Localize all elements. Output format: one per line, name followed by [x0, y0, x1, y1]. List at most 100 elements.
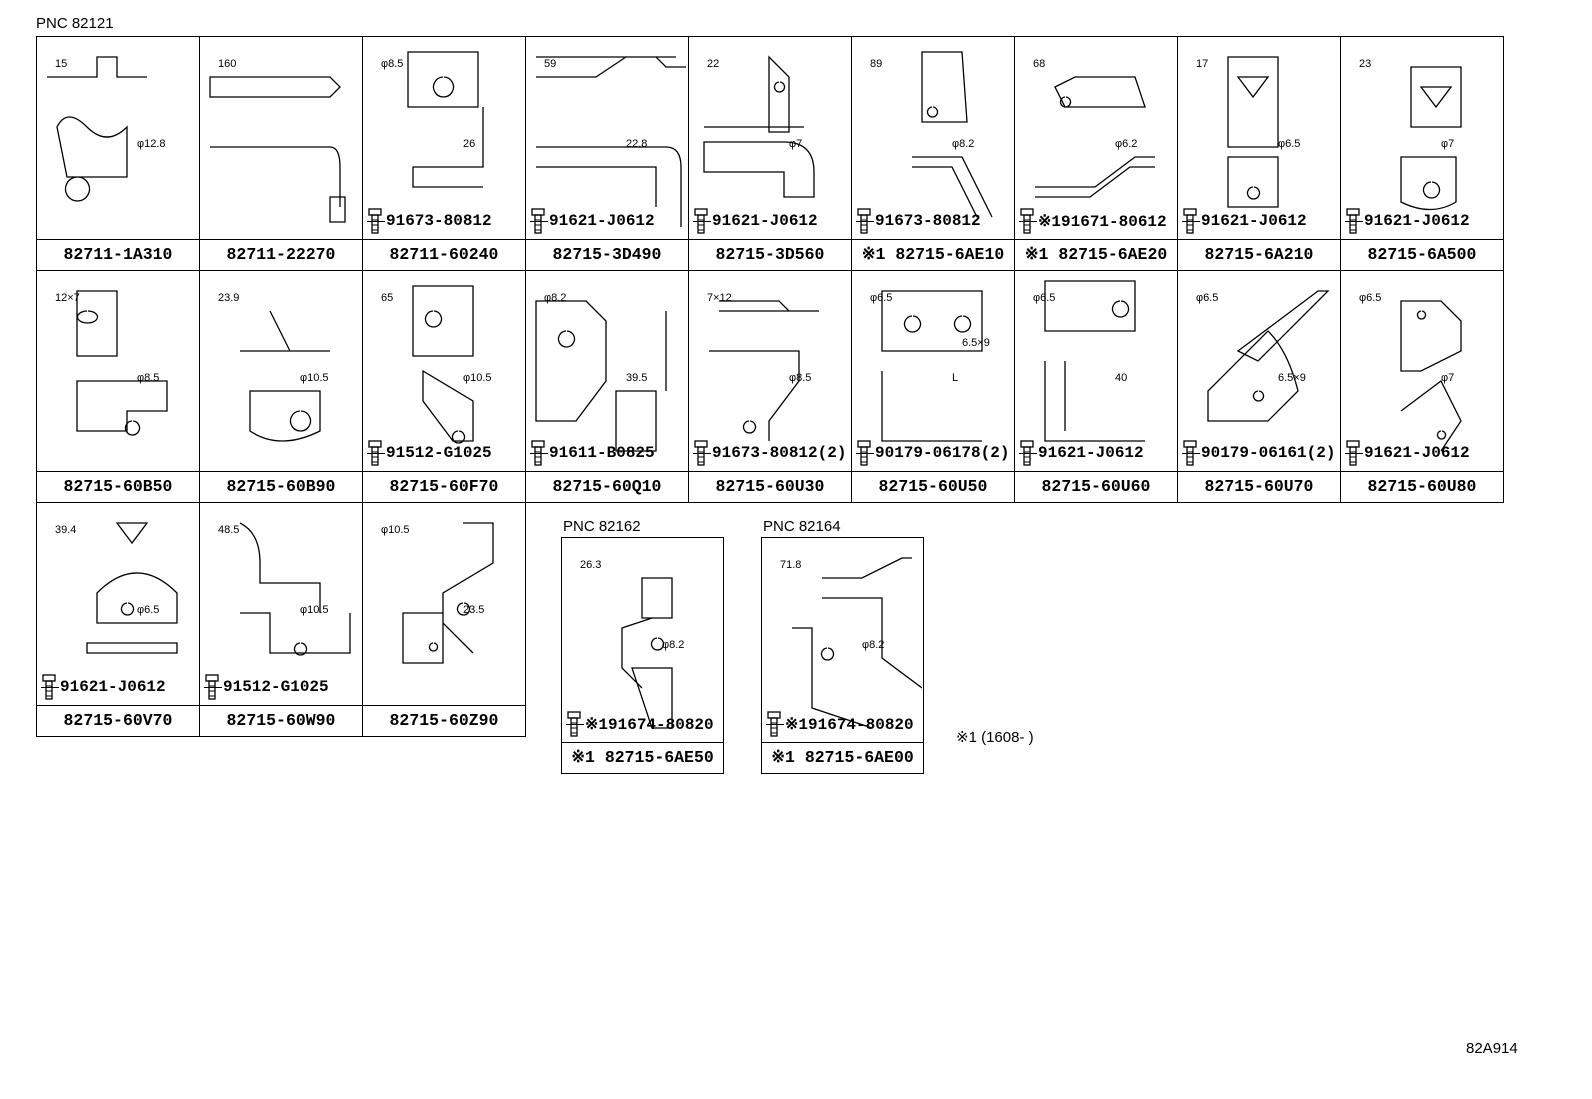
bolt-callout: 91673-80812(2) — [693, 439, 846, 467]
part-sketch: 23.9 φ10.5 — [218, 292, 330, 442]
dimension-label: φ12.8 — [137, 138, 166, 150]
part-cell-1-2-part-number: 82715-60F70 — [362, 471, 526, 503]
bolt-icon — [368, 440, 382, 466]
part-cell-0-5-part-number: ※1 82715-6AE10 — [851, 239, 1015, 271]
bolt-icon — [857, 440, 871, 466]
part-number-text: 82715-60U70 — [1204, 477, 1314, 496]
footnote: ※1 (1608- ) — [956, 729, 1034, 746]
dimension-label: 15 — [55, 58, 67, 70]
dimension-label: φ7 — [1441, 138, 1454, 150]
part-outline — [86, 522, 178, 654]
part-cell-82162-part-number: ※1 82715-6AE50 — [561, 742, 724, 774]
bolt-part-number: ※191671-80612 — [1038, 213, 1167, 231]
bolt-callout: 91621-J0612 — [530, 207, 655, 235]
part-number-text: 82715-60U30 — [715, 477, 825, 496]
part-sketch: φ6.56.5×9 — [1196, 290, 1330, 422]
part-cell-1-0-part-number: 82715-60B50 — [36, 471, 200, 503]
part-number-text: 82715-3D490 — [552, 245, 662, 264]
part-sketch: 23 φ7 — [1359, 58, 1462, 211]
dimension-label: φ10.5 — [381, 524, 410, 536]
bolt-callout: 91512-G1025 — [204, 673, 329, 701]
part-number-text: 82711-1A310 — [63, 245, 173, 264]
dimension-label: 6.5×9 — [962, 337, 990, 349]
bolt-part-number: ※191674-80820 — [585, 716, 714, 734]
part-cell-0-8: 23 φ7 91621-J0612 — [1340, 36, 1504, 240]
bolt-icon — [567, 711, 581, 737]
dimension-label: φ10.5 — [300, 372, 329, 384]
part-cell-0-8-part-number: 82715-6A500 — [1340, 239, 1504, 271]
part-number-text: 82715-60B90 — [226, 477, 336, 496]
bolt-callout: 91673-80812 — [856, 207, 981, 235]
part-cell-1-5-part-number: 82715-60U50 — [851, 471, 1015, 503]
part-cell-82164-part-number: ※1 82715-6AE00 — [761, 742, 924, 774]
part-outline — [240, 310, 330, 442]
dimension-label: 7×12 — [707, 292, 732, 304]
dimension-label: 39.5 — [626, 372, 647, 384]
part-sketch: φ6.540 — [1033, 280, 1145, 442]
part-cell-0-7-part-number: 82715-6A210 — [1177, 239, 1341, 271]
bolt-icon — [694, 440, 708, 466]
part-cell-1-1: 23.9 φ10.5 — [199, 270, 363, 472]
part-outline — [535, 300, 667, 452]
pnc-label-82162: PNC 82162 — [563, 518, 641, 535]
bolt-callout: 91621-J0612 — [1182, 207, 1307, 235]
bolt-callout: ※191671-80612 — [1019, 207, 1167, 235]
dimension-label: φ6.5 — [1033, 292, 1055, 304]
dimension-label: 23.9 — [218, 292, 239, 304]
part-cell-0-0: 15 φ12.8 — [36, 36, 200, 240]
part-number-text: 82715-60B50 — [63, 477, 173, 496]
dimension-label: 26.3 — [580, 559, 601, 571]
bolt-part-number: ※191674-80820 — [785, 716, 914, 734]
pnc-label-main: PNC 82121 — [36, 15, 114, 32]
bolt-icon — [767, 711, 781, 737]
bolt-part-number: 91512-G1025 — [386, 444, 492, 462]
dimension-label: φ6.5 — [1359, 292, 1381, 304]
bolt-part-number: 91621-J0612 — [1364, 212, 1470, 230]
dimension-label: 48.5 — [218, 524, 239, 536]
bolt-callout: ※191674-80820 — [566, 710, 714, 738]
dimension-label: 26 — [463, 138, 475, 150]
bolt-callout: 91673-80812 — [367, 207, 492, 235]
bolt-icon — [1183, 208, 1197, 234]
bolt-callout: 91611-B0825 — [530, 439, 655, 467]
part-cell-2-1-part-number: 82715-60W90 — [199, 705, 363, 737]
dimension-label: 71.8 — [780, 559, 801, 571]
part-number-text: 82715-3D560 — [715, 245, 825, 264]
part-outline — [1227, 56, 1279, 208]
dimension-label: 23 — [1359, 58, 1371, 70]
part-sketch: 71.8φ8.2 — [780, 557, 922, 729]
dimension-label: 22.8 — [626, 138, 647, 150]
bolt-icon — [694, 208, 708, 234]
part-outline — [621, 577, 673, 729]
bolt-icon — [205, 674, 219, 700]
bolt-icon — [1183, 440, 1197, 466]
part-number-text: 82715-6A500 — [1367, 245, 1477, 264]
part-sketch: φ6.5φ7 — [1359, 292, 1462, 452]
dimension-label: 6.5×9 — [1278, 372, 1306, 384]
part-outline — [412, 285, 474, 444]
part-number-text: 82715-60Z90 — [389, 711, 499, 730]
bolt-part-number: 91621-J0612 — [549, 212, 655, 230]
part-outline — [536, 56, 686, 227]
dimension-label: 68 — [1033, 58, 1045, 70]
bolt-icon — [531, 208, 545, 234]
dimension-label: 89 — [870, 58, 882, 70]
part-outline — [703, 55, 815, 198]
